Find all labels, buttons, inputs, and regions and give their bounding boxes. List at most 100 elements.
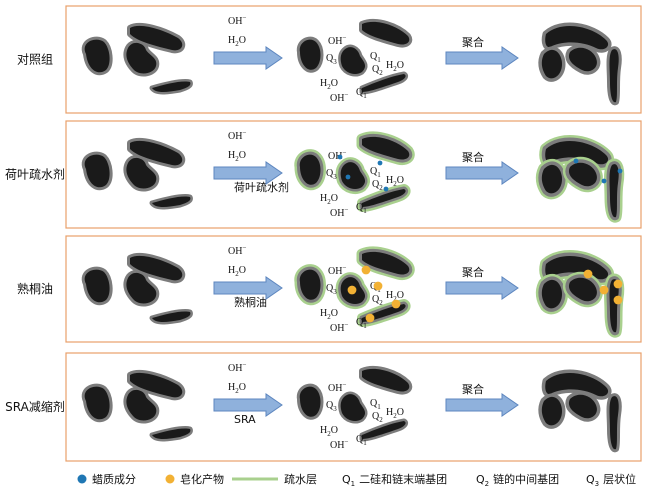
particle [127,369,186,401]
particle [81,151,113,191]
reaction-arrow [213,161,283,185]
soap-legend-label: 皂化产物 [180,472,224,486]
polymerization-arrow [445,276,519,300]
row-label: 对照组 [17,53,53,67]
wax-dot [573,158,579,164]
water-label: H2O [386,175,404,188]
particle [127,137,186,169]
particle [565,44,601,75]
water-label: H2O [228,35,246,48]
particle [149,426,193,442]
hydroxide-label: OH− [330,321,348,334]
wax-dot [617,168,623,174]
raw-particles [81,369,193,442]
row-label: 荷叶疏水剂 [5,167,65,182]
particle [357,184,411,212]
water-label: H2O [228,265,246,278]
additive-label: 熟桐油 [234,295,267,309]
row-frame [65,5,642,114]
soap-legend-swatch [165,474,175,484]
particle [356,246,415,280]
soap-dot [391,299,401,309]
wax-dot [337,154,343,160]
soap-dot [361,265,371,275]
water-label: H2O [386,407,404,420]
particle [149,79,193,95]
particle [149,194,193,210]
polymerized-network [535,250,625,338]
q2-label: Q2 [372,64,383,77]
q1-label: Q1 [356,434,367,447]
q3-label: Q3 [326,53,337,66]
additive-label: SRA [234,413,256,426]
particle [565,391,601,422]
q1-label: Q1 [356,87,367,100]
reaction-arrow [213,393,283,417]
wax-dot [377,160,383,166]
hydroxide-label: OH− [330,91,348,104]
row-label: 熟桐油 [17,281,53,296]
row-frame [65,235,642,343]
water-label: H2O [320,425,338,438]
soap-dot [583,269,593,279]
water-label: H2O [228,150,246,163]
q3-label: Q3 [326,400,337,413]
particle [123,270,160,307]
particle [149,309,193,325]
additive-label: 荷叶疏水剂 [234,180,289,194]
particle [541,22,612,53]
raw-particles [81,22,193,95]
particle [606,46,622,106]
polymerization-label: 聚合 [462,265,484,279]
particle [538,393,566,429]
particle [359,365,413,395]
q1-label: Q1 [370,51,381,64]
q2-label: Q2 [372,179,383,192]
q3-label: Q3 [326,283,337,296]
water-label: H2O [228,382,246,395]
water-label: H2O [386,60,404,73]
soap-dot [347,285,357,295]
particle [356,131,415,165]
hydrophobic-legend-label: 疏水层 [284,472,317,486]
hydroxide-label: OH− [330,206,348,219]
hydroxide-label: OH− [328,264,346,277]
q1-label: Q1 [356,202,367,215]
reaction-arrow [213,276,283,300]
q2-label: Q2 [372,294,383,307]
hydroxide-label: OH− [228,129,246,142]
particle [563,156,603,193]
polymerization-label: 聚合 [462,382,484,396]
polymerization-label: 聚合 [462,150,484,164]
particle [535,273,568,315]
particle [127,22,186,54]
wax-dot [383,186,389,192]
q1-label: Q1 [370,166,381,179]
particle [123,155,160,192]
hydroxide-label: OH− [328,34,346,47]
wax-legend-label: 蜡质成分 [92,473,136,486]
polymerization-arrow [445,393,519,417]
soap-dot [373,281,383,291]
wax-dot [601,178,607,184]
particle [81,383,113,423]
particle [296,383,324,420]
wax-dot [345,174,351,180]
soap-dot [365,313,375,323]
polymerized-network [535,135,625,223]
particle [359,71,409,95]
polymerized-network [538,22,622,106]
particle [606,393,622,453]
polymerized-network [538,369,622,453]
hydroxide-label: OH− [228,244,246,257]
particle [604,273,625,338]
q3-label: Q3 [326,168,337,181]
row-frame [65,352,642,462]
particle [563,271,603,308]
